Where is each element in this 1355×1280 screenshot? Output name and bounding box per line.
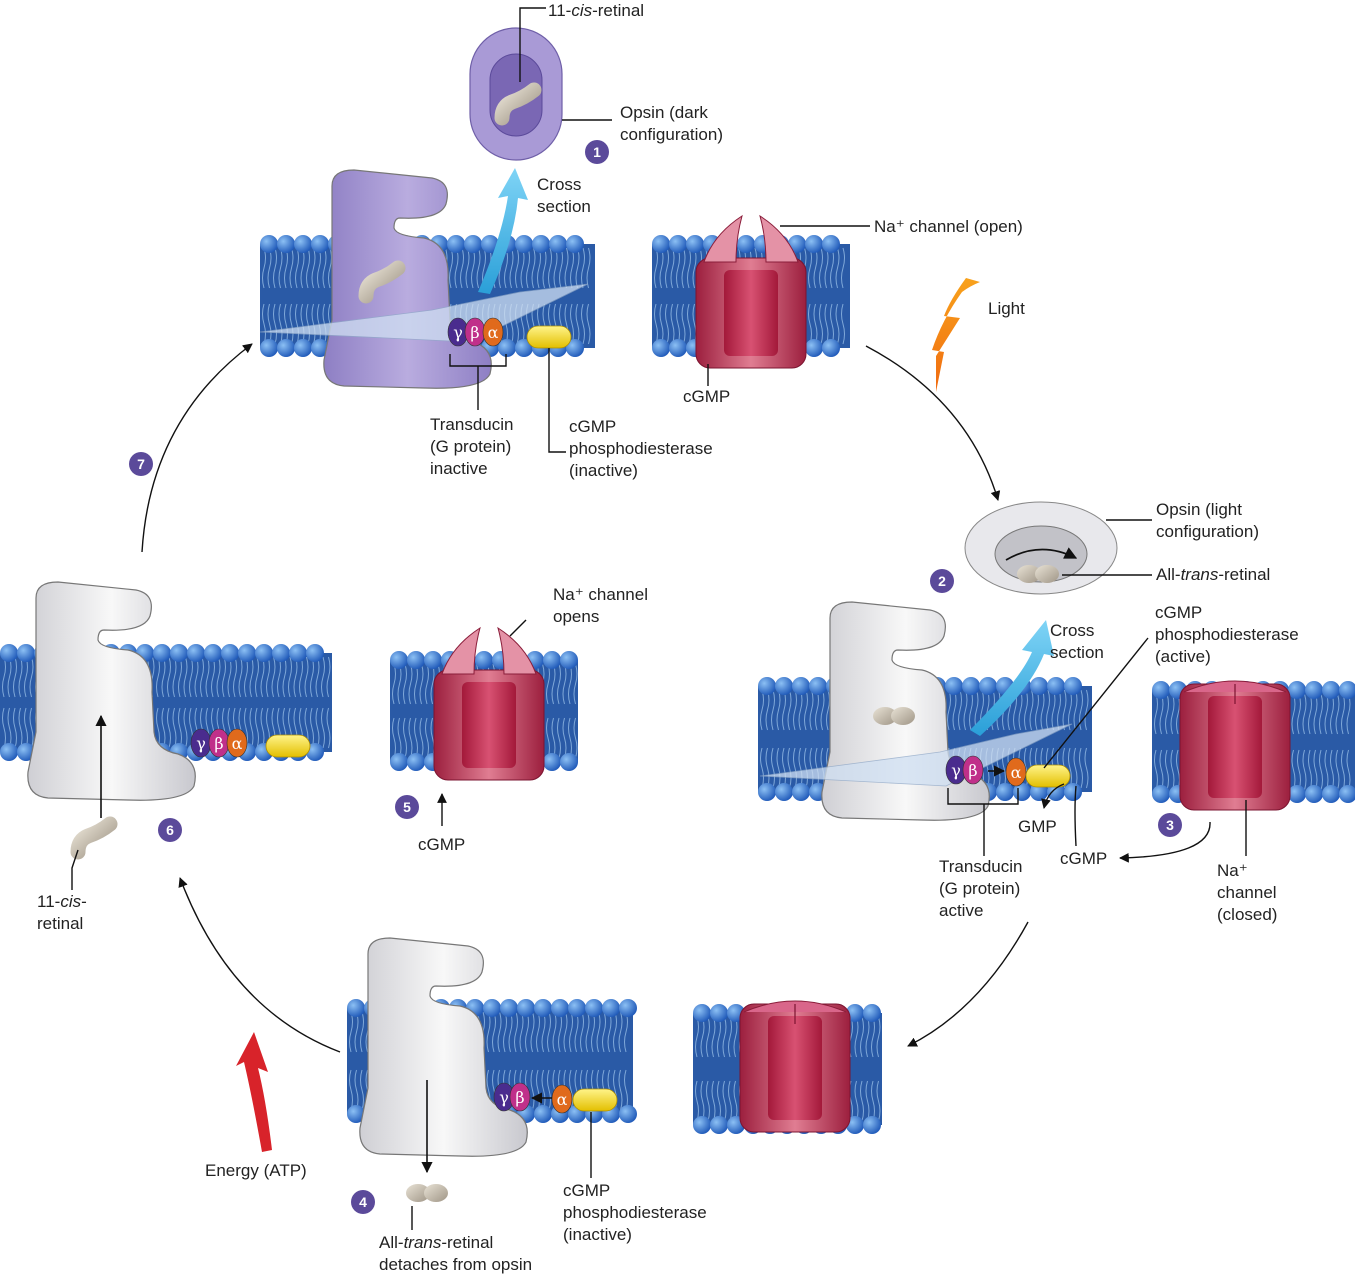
all-trans-detached-molecule (406, 1184, 448, 1202)
energy-arrow (236, 1032, 272, 1152)
rotation-arrow (1005, 547, 1078, 561)
subunit-alpha-4: α (551, 1084, 573, 1114)
pde-inactive-top (526, 325, 572, 349)
subunit-gamma-1: γ (447, 317, 469, 347)
step-badge-3: 3 (1158, 813, 1182, 837)
svg-text:γ: γ (951, 761, 961, 780)
step-badge-6: 6 (158, 818, 182, 842)
svg-text:β: β (968, 761, 977, 780)
cycle-arrow-3-4 (907, 921, 1029, 1047)
pde-step6 (265, 734, 311, 758)
svg-text:α: α (488, 323, 499, 342)
retinal-detaches-label: All-trans-retinal detaches from opsin (379, 1233, 533, 1274)
svg-text:γ: γ (499, 1088, 509, 1107)
leader-cis-retinal-left (71, 849, 79, 890)
cycle-arrow-4-6 (178, 877, 341, 1053)
cis-retinal-in-opsin (358, 260, 406, 304)
cgmp-right-label: cGMP (1060, 849, 1108, 868)
cis-retinal-left-label: 11-cis- retinal (37, 892, 87, 933)
step-badge-7: 7 (129, 452, 153, 476)
leader-transducin-inactive (449, 354, 507, 410)
cycle-arrow-7-1 (141, 343, 253, 553)
subunit-beta-4: β (509, 1082, 531, 1112)
svg-text:β: β (515, 1088, 524, 1107)
cgmp-mid-label: cGMP (418, 835, 466, 854)
pde-inactive-bottom (572, 1088, 618, 1112)
opsin-bleached (359, 937, 528, 1157)
svg-text:β: β (214, 734, 223, 753)
leader-transducin-active (947, 788, 1019, 856)
all-trans-retinal-molecule (1017, 565, 1059, 583)
cis-retinal-top-molecule (494, 82, 542, 126)
subunit-gamma-6: γ (190, 728, 212, 758)
na-channel-opens (433, 626, 545, 781)
na-channel-closed-bottom (739, 1000, 851, 1133)
cross-section-arrow-1 (478, 168, 528, 294)
step-badge-5: 5 (395, 795, 419, 819)
step-badge-4: 4 (351, 1190, 375, 1214)
plane-section-2 (759, 723, 1073, 787)
svg-text:γ: γ (196, 734, 206, 753)
cgmp-top-label: cGMP (683, 387, 731, 406)
all-trans-retinal-label: All-trans-retinal (1156, 565, 1271, 584)
subunit-alpha-6: α (226, 728, 248, 758)
cis-retinal-left-molecule (70, 816, 118, 860)
leader-pde-inactive-top (548, 348, 566, 453)
na-channel-closed (1179, 680, 1291, 811)
all-trans-in-opsin (873, 707, 915, 725)
na-channel-open (695, 214, 807, 369)
step-badge-1: 1 (585, 140, 609, 164)
transducin-inactive-label: Transducin(G protein)inactive (430, 415, 514, 478)
pde-active (1025, 764, 1071, 788)
svg-text:α: α (1011, 763, 1022, 782)
leader-pde-active (1043, 637, 1149, 769)
leader-na-opens (509, 619, 527, 637)
opsin-regenerated (27, 581, 196, 801)
subunit-beta-2: β (962, 755, 984, 785)
transducin-active-label: Transducin(G protein)active (939, 857, 1023, 920)
light-bolt (932, 278, 980, 392)
subunit-alpha-2: α (1005, 757, 1027, 787)
svg-text:α: α (232, 734, 243, 753)
step-badge-2: 2 (930, 569, 954, 593)
light-label: Light (988, 299, 1025, 318)
opsin-light-core (994, 525, 1088, 583)
svg-text:γ: γ (453, 323, 463, 342)
cis-retinal-top-label: 11-cis-retinal (548, 1, 645, 20)
leader-cgmp-to-gmp (1074, 785, 1077, 847)
cycle-arrow-1-2 (865, 345, 1001, 501)
plane-section-1 (259, 283, 589, 343)
subunit-beta-6: β (208, 728, 230, 758)
energy-atp-label: Energy (ATP) (205, 1161, 307, 1180)
svg-text:β: β (470, 323, 479, 342)
leader-cis-retinal-top (519, 7, 546, 82)
svg-text:α: α (557, 1090, 568, 1109)
cross-section-arrow-2 (970, 620, 1054, 736)
cgmp-release-arrow (1119, 821, 1211, 863)
na-channel-closed-label: Na⁺channel(closed) (1217, 861, 1278, 924)
gmp-arrow (1041, 783, 1065, 809)
subunit-beta-1: β (464, 317, 486, 347)
subunit-alpha-1: α (482, 317, 504, 347)
na-channel-open-label: Na⁺ channel (open) (874, 217, 1023, 236)
gmp-label: GMP (1018, 817, 1057, 836)
